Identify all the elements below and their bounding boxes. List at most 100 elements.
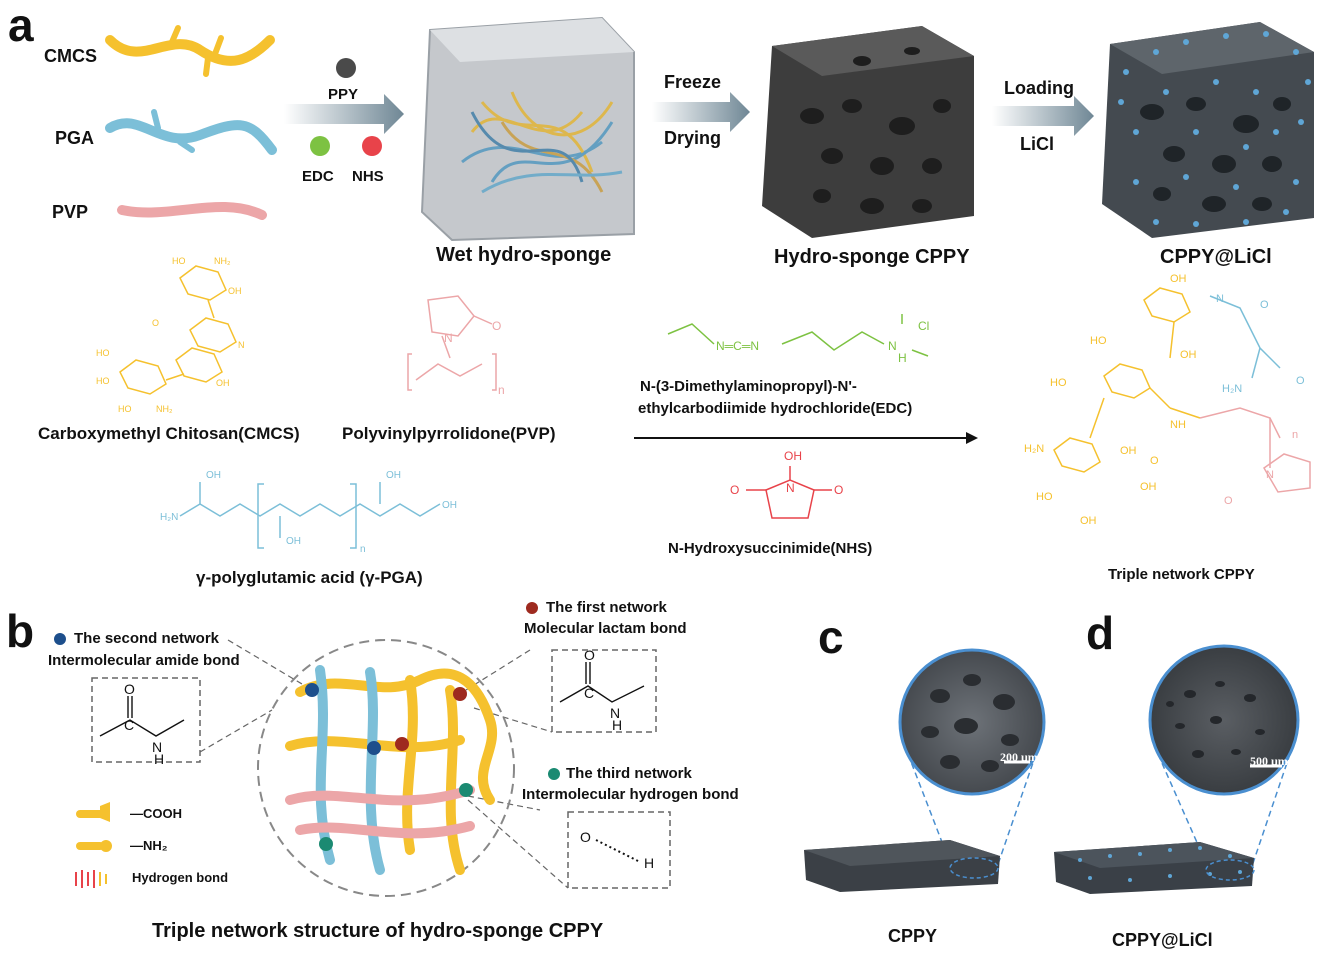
freeze-label: Freeze bbox=[664, 72, 722, 92]
nhs-label: NHS bbox=[352, 168, 384, 185]
svg-text:HO: HO bbox=[1036, 491, 1053, 503]
amide-node bbox=[367, 741, 381, 755]
edc-name-line2: ethylcarbodiimide hydrochloride(EDC) bbox=[638, 400, 913, 417]
third-network-bond-label: Intermolecular hydrogen bond bbox=[522, 786, 739, 803]
svg-text:HO: HO bbox=[96, 376, 110, 386]
panel-label-d: d bbox=[1086, 607, 1115, 659]
ppy-label: PPY bbox=[328, 86, 359, 103]
svg-text:OH: OH bbox=[1180, 349, 1197, 361]
lactam-node bbox=[453, 687, 467, 701]
polymer-label-pvp: PVP bbox=[52, 202, 89, 222]
svg-text:H₂N: H₂N bbox=[1024, 443, 1044, 455]
svg-text:O: O bbox=[152, 318, 159, 328]
svg-text:OH: OH bbox=[216, 378, 230, 388]
svg-text:HO: HO bbox=[172, 256, 186, 266]
second-network-label: The second network bbox=[74, 630, 220, 647]
svg-text:C: C bbox=[124, 717, 134, 733]
svg-text:H: H bbox=[644, 855, 654, 871]
cmcs-branch bbox=[169, 25, 224, 77]
hydrogen-bond-box bbox=[567, 811, 671, 889]
svg-text:O: O bbox=[124, 681, 135, 697]
reagent-arrow bbox=[284, 58, 404, 156]
cooh-legend-label: —COOH bbox=[130, 806, 182, 821]
svg-text:N: N bbox=[444, 331, 453, 345]
loading-label: Loading bbox=[1004, 78, 1074, 98]
svg-text:n: n bbox=[360, 544, 366, 555]
nhs-name-label: N-Hydroxysuccinimide(NHS) bbox=[668, 540, 873, 557]
polymer-chains bbox=[105, 25, 277, 220]
svg-text:Cl: Cl bbox=[918, 319, 929, 333]
svg-text:OH: OH bbox=[228, 286, 242, 296]
svg-text:OH: OH bbox=[1080, 515, 1097, 527]
svg-text:H: H bbox=[612, 717, 622, 733]
panel-c-caption: CPPY bbox=[888, 926, 938, 946]
svg-text:OH: OH bbox=[286, 536, 301, 547]
panel-label-c: c bbox=[818, 611, 844, 663]
first-network-dot bbox=[526, 602, 538, 614]
svg-text:N: N bbox=[152, 739, 162, 755]
svg-text:HO: HO bbox=[1050, 377, 1067, 389]
svg-text:NH: NH bbox=[1170, 419, 1186, 431]
hydro-sponge-cppy-cube bbox=[762, 26, 974, 238]
drying-label: Drying bbox=[664, 128, 722, 148]
svg-text:N: N bbox=[888, 339, 897, 353]
first-network-bond-label: Molecular lactam bond bbox=[524, 620, 687, 637]
scale-bar-label-d: 500 μm bbox=[1250, 754, 1288, 768]
pga-branch bbox=[151, 109, 195, 153]
svg-text:OH: OH bbox=[1120, 445, 1137, 457]
lactam-bond-box bbox=[551, 649, 657, 733]
nh2-legend-label: —NH₂ bbox=[130, 838, 168, 853]
svg-text:O: O bbox=[1260, 299, 1269, 311]
polymer-label-pga: PGA bbox=[55, 128, 95, 148]
svg-text:N: N bbox=[1266, 469, 1274, 481]
svg-text:OH: OH bbox=[1170, 273, 1187, 285]
second-network-bond-label: Intermolecular amide bond bbox=[48, 652, 240, 669]
reaction-arrow bbox=[634, 432, 978, 444]
svg-text:HO: HO bbox=[96, 348, 110, 358]
wet-hydro-sponge-cube bbox=[420, 16, 635, 242]
svg-text:N═C═N: N═C═N bbox=[716, 339, 759, 353]
svg-text:N: N bbox=[786, 481, 795, 495]
svg-text:NH₂: NH₂ bbox=[156, 404, 173, 414]
amide-node bbox=[305, 683, 319, 697]
nhs-dot bbox=[362, 136, 382, 156]
ppy-dot bbox=[336, 58, 356, 78]
stage-label-wet: Wet hydro-sponge bbox=[436, 244, 612, 266]
svg-text:N: N bbox=[238, 340, 245, 350]
edc-name-line1: N-(3-Dimethylaminopropyl)-N'- bbox=[640, 378, 857, 395]
svg-text:HO: HO bbox=[1090, 335, 1107, 347]
svg-text:O: O bbox=[492, 319, 501, 333]
svg-text:H₂N: H₂N bbox=[160, 512, 178, 523]
svg-text:OH: OH bbox=[206, 470, 221, 481]
svg-text:O: O bbox=[1296, 375, 1305, 387]
third-network-dot bbox=[548, 768, 560, 780]
svg-text:OH: OH bbox=[442, 500, 457, 511]
lactam-node bbox=[395, 737, 409, 751]
amide-bond-box bbox=[91, 677, 201, 763]
second-network-dot bbox=[54, 633, 66, 645]
svg-text:H₂N: H₂N bbox=[1222, 383, 1242, 395]
triple-network-label: Triple network CPPY bbox=[1108, 566, 1255, 583]
hbond-node bbox=[459, 783, 473, 797]
svg-text:n: n bbox=[498, 383, 505, 397]
panel-label-a: a bbox=[8, 0, 34, 51]
third-network-label: The third network bbox=[566, 765, 692, 782]
cmcs-structure-label: Carboxymethyl Chitosan(CMCS) bbox=[38, 424, 300, 443]
svg-text:OH: OH bbox=[784, 449, 802, 463]
hbond-node bbox=[319, 837, 333, 851]
network-circle bbox=[257, 639, 515, 897]
pvp-structure: O N n bbox=[407, 295, 505, 397]
svg-text:O: O bbox=[580, 829, 591, 845]
cppy-licl-cube bbox=[1102, 22, 1314, 238]
panel-d-caption: CPPY@LiCl bbox=[1112, 930, 1213, 950]
svg-text:n: n bbox=[1292, 429, 1298, 441]
pga-chain bbox=[105, 118, 277, 155]
edc-dot bbox=[310, 136, 330, 156]
panel-b-caption: Triple network structure of hydro-sponge… bbox=[152, 920, 604, 942]
licl-label: LiCl bbox=[1020, 134, 1054, 154]
svg-text:O: O bbox=[1224, 495, 1233, 507]
svg-text:O: O bbox=[1150, 455, 1159, 467]
